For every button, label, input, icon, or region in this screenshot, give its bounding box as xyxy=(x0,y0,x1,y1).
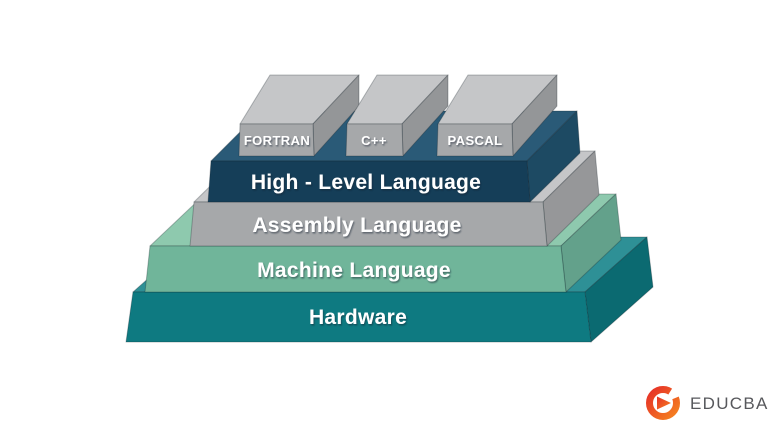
fortran-label: FORTRAN xyxy=(244,133,310,148)
educba-icon-ring xyxy=(646,386,680,420)
hardware-label: Hardware xyxy=(309,306,407,329)
high-level-front-face xyxy=(207,160,531,203)
educba-icon-notch xyxy=(663,384,685,403)
cpp-label: C++ xyxy=(361,133,387,148)
assembly-side-face xyxy=(542,150,600,247)
cpp-front-face xyxy=(345,123,404,157)
block-fortran: FORTRAN xyxy=(238,74,360,157)
block-pascal: PASCAL xyxy=(436,74,558,157)
educba-logo-text: EDUCBA xyxy=(690,394,768,413)
high-level-side-face xyxy=(526,110,581,203)
pascal-front-face xyxy=(436,123,514,157)
educba-icon-play-triangle xyxy=(657,396,671,410)
high-level-language-label: High - Level Language xyxy=(251,171,481,194)
pascal-side-face xyxy=(511,74,558,157)
machine-language-label: Machine Language xyxy=(257,259,451,282)
block-cpp: C++ xyxy=(345,74,449,157)
fortran-front-face xyxy=(238,123,315,157)
assembly-language-label: Assembly Language xyxy=(252,214,461,237)
pascal-label: PASCAL xyxy=(448,133,503,148)
educba-logo: EDUCBA xyxy=(646,384,768,420)
educba-e-icon xyxy=(646,384,685,420)
